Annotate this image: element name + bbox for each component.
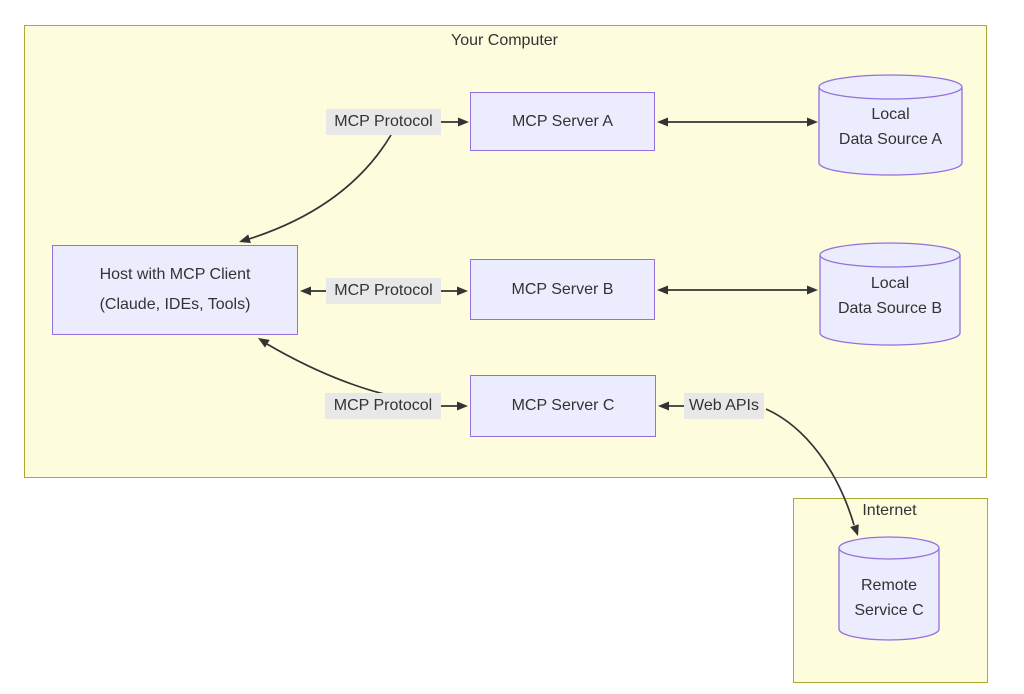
edge-server-b-local-b xyxy=(657,285,818,295)
edge-label-web-apis: Web APIs xyxy=(684,393,764,419)
node-remote-service-c-label: Remote Service C xyxy=(839,556,939,640)
cylinder-top xyxy=(838,536,940,560)
node-mcp-server-b: MCP Server B xyxy=(470,259,655,320)
edge-server-a-local-a xyxy=(657,117,818,127)
cylinder-body xyxy=(838,548,940,641)
edge-curve xyxy=(248,134,392,240)
remote-c-line1: Remote xyxy=(860,577,918,594)
cylinder-top xyxy=(818,74,963,100)
cylinder-body xyxy=(819,255,961,346)
cylinder-top xyxy=(819,242,961,268)
node-mcp-server-c: MCP Server C xyxy=(470,375,656,437)
edge-label-mcp-protocol-b: MCP Protocol xyxy=(326,278,441,304)
node-local-data-source-a-label: Local Data Source A xyxy=(819,87,962,167)
edge-label-mcp-protocol-a: MCP Protocol xyxy=(326,109,441,135)
edge-label-mcp-protocol-c: MCP Protocol xyxy=(325,393,441,419)
server-a-label: MCP Server A xyxy=(511,112,614,130)
arrowhead-to-host xyxy=(300,286,311,296)
arrowhead-to-server-c xyxy=(457,401,468,411)
node-mcp-server-a: MCP Server A xyxy=(470,92,655,151)
internet-group-label: Internet xyxy=(862,502,917,519)
server-c-label: MCP Server C xyxy=(511,397,615,414)
your-computer-group-label: Your Computer xyxy=(450,32,559,49)
arrowhead-to-server-a xyxy=(657,117,668,127)
arrowhead-to-host xyxy=(258,338,270,348)
remote-service-c-cylinder xyxy=(838,536,940,641)
server-b-label: MCP Server B xyxy=(511,280,614,298)
arrowhead-to-server-b xyxy=(657,285,668,295)
arrowhead-to-local-b xyxy=(807,285,818,295)
edge-curve xyxy=(765,408,855,526)
local-b-line1: Local xyxy=(870,275,910,292)
arrowhead-to-remote-c xyxy=(850,524,859,536)
cylinder-body xyxy=(818,87,963,176)
local-a-line2: Data Source A xyxy=(838,131,943,148)
local-b-line2: Data Source B xyxy=(837,300,943,317)
node-local-data-source-b-label: Local Data Source B xyxy=(820,255,960,337)
edge-server-c-remote-c xyxy=(658,401,859,536)
edge-host-server-a xyxy=(239,117,469,243)
local-data-source-a-cylinder xyxy=(818,74,963,176)
arrowhead-to-host xyxy=(239,234,251,243)
remote-c-line2: Service C xyxy=(854,602,924,619)
arrowhead-to-server-a xyxy=(458,117,469,127)
node-host-with-mcp-client: Host with MCP Client (Claude, IDEs, Tool… xyxy=(52,245,298,335)
local-a-line1: Local xyxy=(871,106,910,123)
arrowhead-to-local-a xyxy=(807,117,818,127)
arrowhead-to-server-c xyxy=(658,401,669,411)
local-data-source-b-cylinder xyxy=(819,242,961,346)
host-label-line1: Host with MCP Client xyxy=(99,266,251,283)
arrowhead-to-server-b xyxy=(457,286,468,296)
host-label-line2: (Claude, IDEs, Tools) xyxy=(99,296,251,313)
